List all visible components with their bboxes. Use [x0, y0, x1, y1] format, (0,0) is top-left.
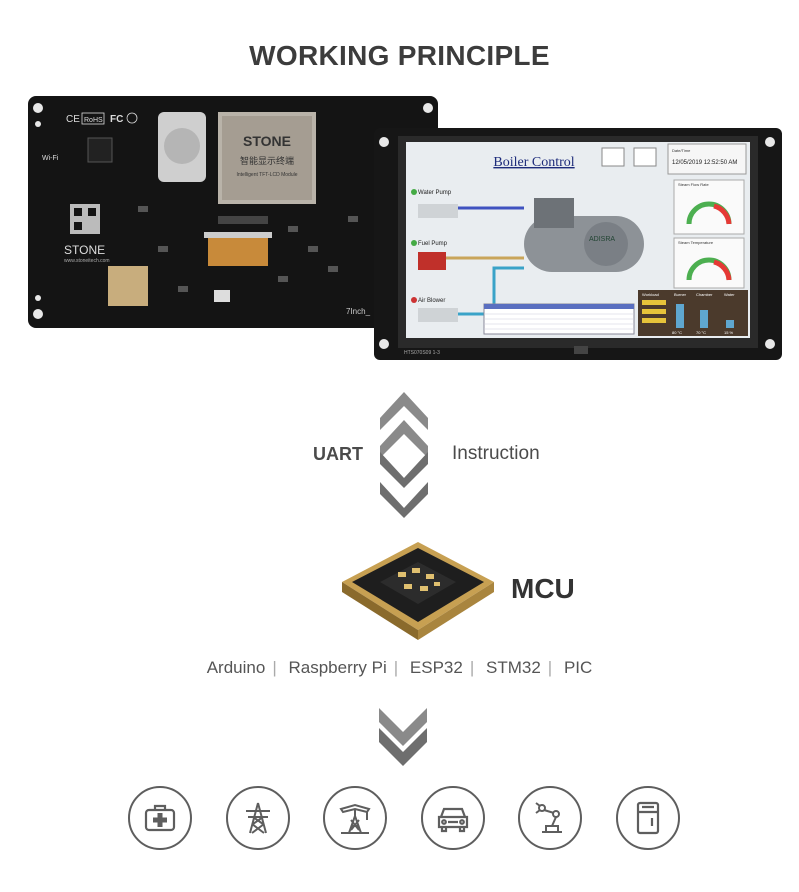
uart-label: UART [313, 444, 363, 464]
screen-water-pump: Water Pump [418, 190, 452, 196]
board-pic: PIC [563, 658, 593, 677]
mcu-label: MCU [511, 573, 575, 604]
appliance-icon [616, 786, 680, 850]
lcd-display-image: Boiler Control Date/Time 12/05/2019 12:5… [374, 128, 782, 360]
screen-fuel-pump: Fuel Pump [418, 241, 448, 247]
screen-water: Water [724, 292, 735, 297]
screen-brand: ADISRA [589, 236, 615, 243]
model-label: 7Inch_ [346, 307, 371, 316]
screen-gauge2: Steam Temperature [678, 240, 714, 245]
chip-brand: STONE [243, 133, 291, 149]
board-stm32: STM32 [485, 658, 541, 677]
mcu-chip-image [342, 542, 494, 640]
car-icon [421, 786, 485, 850]
bidirectional-arrows-icon [380, 392, 428, 518]
cert-fc: FC [110, 114, 123, 125]
screen-burner: Burner [674, 292, 687, 297]
power-tower-icon [226, 786, 290, 850]
screen-val1: 80 °C [672, 330, 682, 335]
cert-ce: CE [66, 114, 80, 125]
robot-arm-icon [518, 786, 582, 850]
screen-val2: 70 °C [696, 330, 706, 335]
chip-small-text: Intelligent TFT-LCD Module [236, 172, 297, 178]
screen-chamber: Chamber [696, 292, 713, 297]
board-esp32: ESP32 [409, 658, 463, 677]
board-raspberry-pi: Raspberry Pi [288, 658, 387, 677]
pcb-logo: STONE [64, 243, 105, 257]
board-arduino: Arduino [206, 658, 266, 677]
down-arrow-icon [379, 708, 427, 766]
separator: | [272, 658, 277, 677]
cert-rohs: RoHS [84, 117, 103, 124]
page-title: WORKING PRINCIPLE [249, 40, 550, 71]
separator: | [393, 658, 399, 677]
screen-air-blower: Air Blower [418, 298, 445, 304]
separator: | [469, 658, 475, 677]
screen-workload: Workload [642, 292, 659, 297]
oil-pump-icon [323, 786, 387, 850]
chip-subtitle: 智能显示终端 [240, 155, 294, 167]
screen-val3: 15 % [724, 330, 734, 335]
pcb-board-image: CE RoHS FC Wi-Fi STONE 智能显示终端 Intelligen… [28, 96, 438, 328]
screen-date-value: 12/05/2019 12:52:50 AM [672, 160, 737, 166]
instruction-label: Instruction [452, 443, 540, 464]
pcb-website: www.stoneitech.com [64, 258, 110, 264]
screen-date-label: Date/Time [672, 148, 691, 153]
board-list: Arduino | Raspberry Pi | ESP32 | STM32 | PIC [0, 658, 799, 678]
screen-title: Boiler Control [493, 155, 574, 170]
screen-model: HTS070S09 1-3 [404, 350, 440, 356]
screen-gauge1: Steam Flow Rate [678, 182, 709, 187]
medical-icon [128, 786, 192, 850]
separator: | [547, 658, 553, 677]
wifi-label: Wi-Fi [42, 155, 59, 162]
